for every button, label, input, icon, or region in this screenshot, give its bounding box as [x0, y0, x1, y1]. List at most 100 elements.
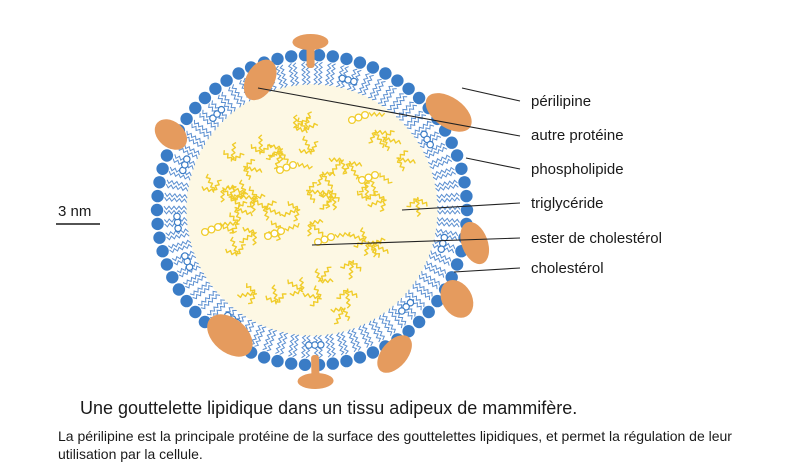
phospholipid-head — [156, 245, 168, 257]
core-background — [186, 84, 438, 336]
phospholipid-head — [151, 204, 163, 216]
phospholipid-tail — [165, 197, 187, 202]
label-ester-cholesterol: ester de cholestérol — [531, 230, 662, 247]
phospholipid-head — [151, 190, 163, 202]
phospholipid-tail — [437, 198, 460, 203]
phospholipid-head — [340, 53, 352, 65]
phospholipid-head — [156, 163, 168, 175]
leader-line-cholesterol — [454, 268, 520, 272]
phospholipid-head — [423, 306, 435, 318]
phospholipid-head — [285, 357, 297, 369]
cholesterol-ring — [174, 213, 180, 219]
phospholipid-head — [413, 92, 425, 104]
phospholipid-head — [327, 357, 339, 369]
phospholipid-head — [220, 74, 232, 86]
caption-title: Une gouttelette lipidique dans un tissu … — [80, 398, 577, 419]
cholesterol-ring — [438, 246, 444, 252]
phospholipid-head — [161, 258, 173, 270]
phospholipid-tail — [387, 94, 404, 110]
cholesterol-ring — [182, 253, 188, 259]
phospholipid-head — [180, 113, 192, 125]
cholesterol-ring — [306, 342, 312, 348]
phospholipid-tail — [263, 329, 273, 349]
phospholipid-head — [189, 306, 201, 318]
phospholipid-head — [402, 83, 414, 95]
label-triglyceride: triglycéride — [531, 195, 604, 212]
label-cholesterol: cholestérol — [531, 260, 604, 277]
caption-body: La périlipine est la principale protéine… — [58, 427, 768, 463]
ester-ring — [365, 174, 372, 181]
phospholipid-head — [460, 190, 472, 202]
leader-line-perilipine — [462, 88, 520, 101]
phospholipid-head — [180, 295, 192, 307]
ester-ring — [328, 234, 335, 241]
phospholipid-head — [327, 50, 339, 62]
ester-ring — [372, 172, 379, 179]
phospholipid-head — [367, 346, 379, 358]
ester-ring — [359, 177, 366, 184]
lipid-droplet-diagram: 3 nm périlipine autre protéine phospholi… — [0, 0, 787, 400]
phospholipid-head — [232, 67, 244, 79]
phospholipid-head — [258, 351, 270, 363]
ester-ring — [290, 162, 297, 169]
phospholipid-head — [199, 92, 211, 104]
phospholipid-head — [340, 355, 352, 367]
phospholipid-head — [458, 176, 470, 188]
protein-cap — [297, 373, 333, 390]
ester-ring — [278, 228, 285, 235]
phospholipid-tail — [302, 335, 306, 357]
ester-ring — [349, 117, 356, 124]
phospholipid-tail — [329, 64, 335, 86]
scale-bar-label: 3 nm — [58, 203, 91, 220]
phospholipid-head — [166, 271, 178, 283]
phospholipid-head — [271, 355, 283, 367]
label-perilipine: périlipine — [531, 93, 591, 110]
phospholipid-tail — [413, 284, 429, 300]
phospholipid-tail — [169, 171, 190, 180]
phospholipid-head — [391, 74, 403, 86]
phospholipid-head — [173, 283, 185, 295]
phospholipid-tail — [165, 193, 187, 198]
phospholipid-tail — [302, 62, 306, 85]
protein-cap — [292, 34, 328, 50]
phospholipid-head — [379, 67, 391, 79]
ester-ring — [277, 167, 284, 174]
phospholipid-tail — [293, 335, 299, 357]
label-phospholipide: phospholipide — [531, 161, 624, 178]
phospholipid-tail — [167, 233, 190, 239]
phospholipid-tail — [436, 185, 459, 191]
phospholipid-head — [367, 61, 379, 73]
cholesterol-ring — [399, 308, 405, 314]
phospholipid-tail — [399, 105, 417, 120]
phospholipid-head — [189, 102, 201, 114]
ester-ring — [265, 233, 272, 240]
ester-ring — [321, 236, 328, 243]
phospholipid-head — [446, 137, 458, 149]
phospholipid-head — [354, 351, 366, 363]
label-autre-proteine: autre protéine — [531, 127, 624, 144]
cholesterol-ring — [427, 141, 433, 147]
phospholipid-tail — [280, 333, 288, 354]
phospholipid-tail — [438, 211, 461, 214]
phospholipid-head — [455, 163, 467, 175]
phospholipid-tail — [435, 180, 458, 186]
ester-ring — [271, 230, 278, 237]
phospholipid-head — [153, 176, 165, 188]
phospholipid-tail — [164, 206, 187, 209]
ester-ring — [215, 224, 222, 231]
phospholipid-head — [451, 149, 463, 161]
ester-ring — [208, 226, 215, 233]
phospholipid-tail — [267, 331, 277, 351]
phospholipid-tail — [318, 62, 322, 84]
phospholipid-tail — [437, 218, 459, 223]
phospholipid-head — [209, 83, 221, 95]
phospholipid-tail — [289, 63, 295, 86]
leader-line-phospholipide — [466, 158, 520, 169]
cholesterol-ring — [184, 156, 190, 162]
droplet-core — [186, 84, 438, 336]
phospholipid-tail — [325, 334, 331, 357]
cholesterol-ring — [218, 107, 224, 113]
phospholipid-head — [313, 49, 325, 61]
phospholipid-tail — [207, 300, 225, 315]
scale-bar: 3 nm — [56, 203, 100, 224]
